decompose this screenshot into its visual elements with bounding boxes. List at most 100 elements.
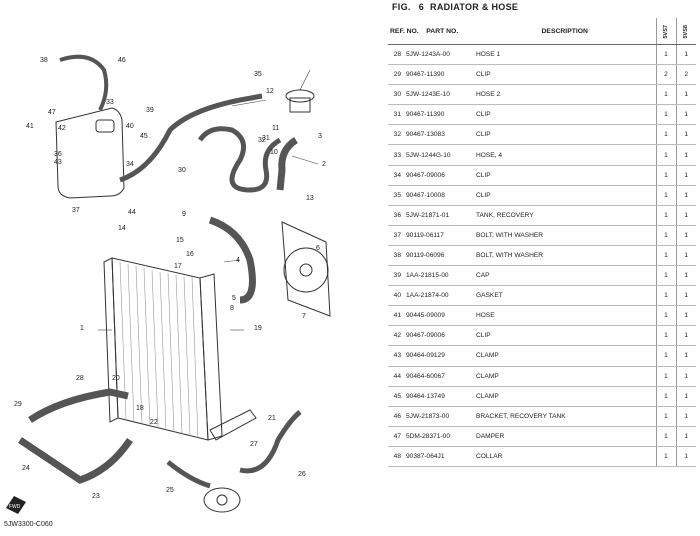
description: CLIP — [474, 124, 656, 146]
hose-1 — [28, 388, 129, 423]
callout-8: 8 — [230, 305, 234, 312]
callout-24: 24 — [22, 465, 30, 472]
qty-5vs7: 1 — [655, 426, 676, 447]
qty-5vs8: 1 — [675, 165, 696, 186]
figure-title: RADIATOR & HOSE — [430, 2, 519, 12]
ref-no: 37 — [388, 225, 404, 246]
model-5vs7-header: 5VS7 — [656, 18, 676, 45]
hose-upper — [276, 137, 299, 191]
recovery-tank — [55, 107, 125, 199]
part-no: 90464-13749 — [404, 386, 474, 407]
qty-5vs8: 1 — [675, 406, 696, 427]
callout-11: 11 — [272, 125, 279, 132]
description: CLIP — [474, 104, 656, 126]
figure-number: 6 — [418, 2, 425, 12]
callout-6: 6 — [316, 245, 320, 252]
ref-no: 32 — [388, 124, 404, 146]
callout-12: 12 — [266, 88, 274, 95]
qty-5vs7: 1 — [655, 205, 676, 226]
callout-5: 5 — [232, 295, 236, 302]
description: HOSE — [474, 305, 656, 327]
callout-16: 16 — [186, 251, 194, 258]
callout-46: 46 — [118, 57, 126, 64]
description: CAP — [474, 265, 656, 287]
callout-39: 39 — [146, 107, 154, 114]
qty-5vs8: 1 — [675, 285, 696, 307]
callout-23: 23 — [92, 493, 100, 500]
ref-no: 41 — [388, 305, 404, 327]
callout-9: 9 — [182, 211, 186, 218]
hose-2 — [119, 93, 263, 183]
cooling-fan — [281, 221, 331, 317]
part-no: 90464-09129 — [404, 345, 474, 367]
qty-5vs7: 1 — [655, 144, 676, 166]
parts-table-header: REF. NO. PART NO. DESCRIPTION 5VS7 5VS8 — [388, 18, 696, 45]
qty-5vs8: 1 — [675, 244, 696, 267]
description: COLLAR — [474, 445, 656, 467]
description: CLAMP — [474, 345, 656, 367]
description: GASKET — [474, 285, 656, 307]
ref-no: 39 — [388, 265, 404, 287]
ref-no: 31 — [388, 104, 404, 126]
description: HOSE 1 — [474, 44, 656, 66]
callout-44: 44 — [128, 209, 136, 216]
qty-5vs7: 1 — [655, 104, 676, 126]
callout-34: 34 — [126, 161, 134, 168]
part-no: 5JW-21871-01 — [404, 205, 474, 226]
qty-5vs7: 1 — [655, 445, 676, 467]
ref-no: 29 — [388, 64, 404, 86]
part-no: 90467-09006 — [404, 325, 474, 347]
callout-3: 3 — [318, 133, 322, 140]
description: HOSE, 4 — [474, 144, 656, 166]
qty-5vs8: 1 — [675, 426, 696, 447]
callout-41: 41 — [26, 123, 34, 130]
hose-4 — [197, 126, 282, 193]
ref-no: 33 — [388, 144, 404, 166]
part-no: 1AA-21874-00 — [404, 285, 474, 307]
callout-32: 32 — [258, 137, 266, 144]
qty-5vs7: 1 — [655, 124, 676, 146]
callout-21: 21 — [268, 415, 276, 422]
qty-5vs7: 1 — [655, 225, 676, 246]
parts-table: REF. NO. PART NO. DESCRIPTION 5VS7 5VS8 … — [388, 18, 696, 467]
qty-5vs8: 1 — [675, 185, 696, 206]
qty-5vs7: 1 — [655, 44, 676, 66]
part-no: 90467-11390 — [404, 104, 474, 126]
callout-35: 35 — [254, 71, 262, 78]
callout-28: 28 — [76, 375, 84, 382]
ref-no: 35 — [388, 185, 404, 206]
callout-labels: 1234567891011121314151617181920212223242… — [14, 57, 326, 500]
part-no: 5DM-28371-00 — [404, 426, 474, 447]
qty-5vs7: 1 — [655, 345, 676, 367]
part-no: 90467-10008 — [404, 185, 474, 206]
ref-no: 42 — [388, 325, 404, 347]
callout-37: 37 — [72, 207, 80, 214]
description: CLAMP — [474, 366, 656, 387]
ref-no: 47 — [388, 426, 404, 447]
callout-30: 30 — [178, 167, 186, 174]
description: CLAMP — [474, 386, 656, 407]
description: BOLT, WITH WASHER — [474, 244, 656, 267]
ref-no: 38 — [388, 244, 404, 267]
qty-5vs7: 1 — [655, 285, 676, 307]
callout-45: 45 — [140, 133, 148, 140]
qty-5vs8: 1 — [675, 44, 696, 66]
part-no: 90119-06117 — [404, 225, 474, 246]
description: TANK, RECOVERY — [474, 205, 656, 226]
ref-no: 34 — [388, 165, 404, 186]
